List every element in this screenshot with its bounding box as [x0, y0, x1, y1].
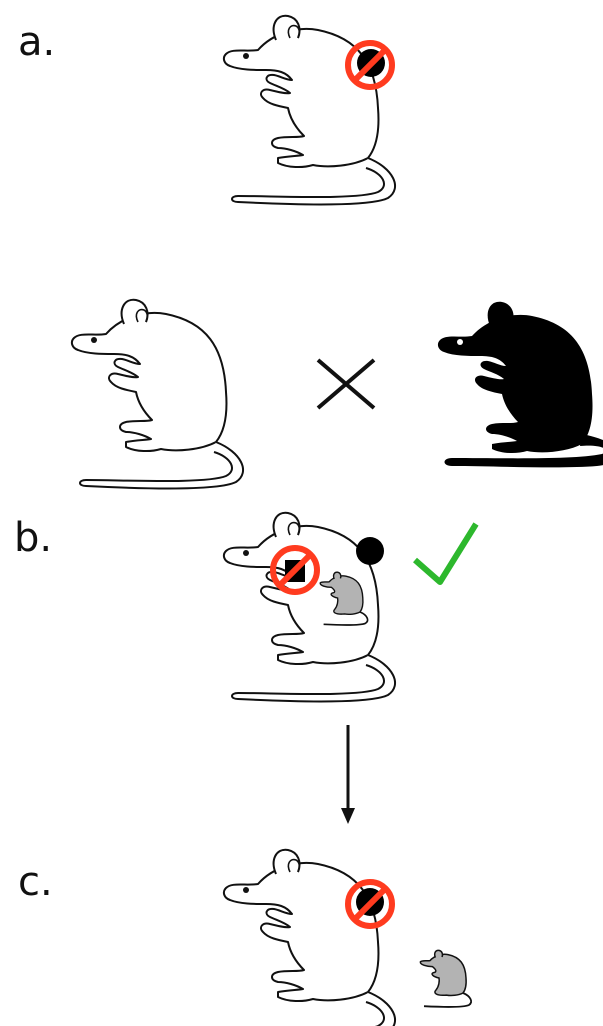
offspring-mouse-gray	[420, 950, 471, 1007]
down-arrow-icon	[341, 725, 355, 824]
mouse-black-parent	[438, 302, 603, 468]
mouse-c-host	[224, 850, 395, 1026]
cross-icon	[318, 360, 374, 408]
checkmark-icon	[415, 524, 476, 582]
mouse-white-parent	[72, 300, 243, 489]
black-dot-icon	[356, 537, 384, 565]
